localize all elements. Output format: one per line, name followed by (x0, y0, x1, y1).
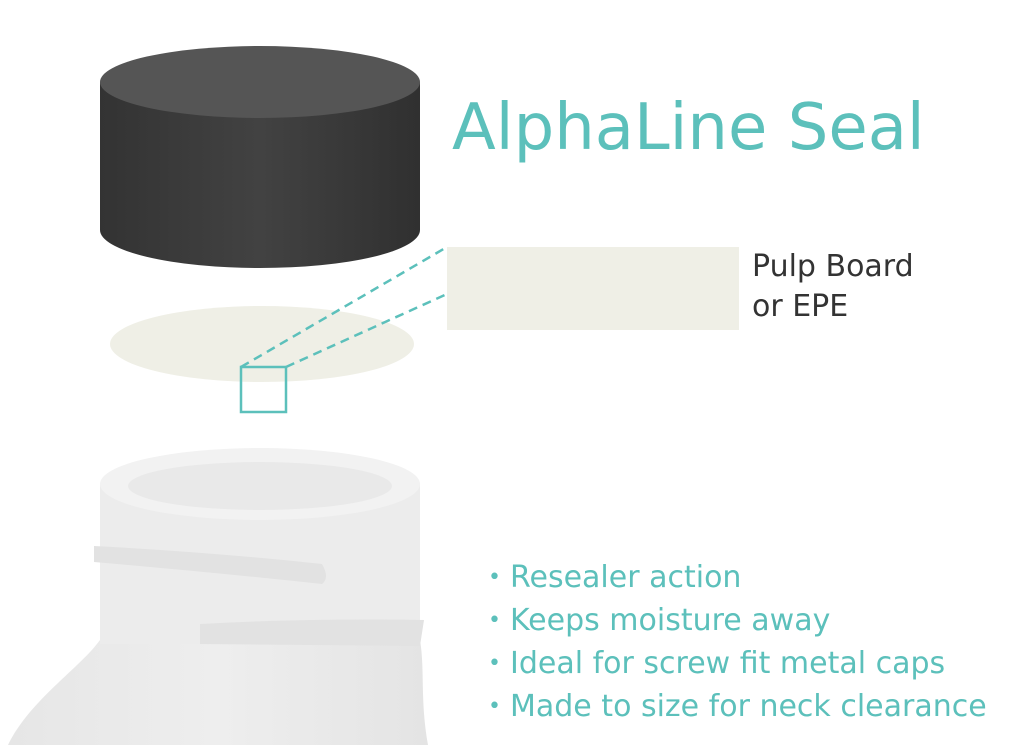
liner-material-line-2: or EPE (752, 289, 849, 324)
feature-text: Resealer action (510, 560, 742, 595)
bullet-icon: • (488, 694, 501, 719)
bullet-icon: • (488, 651, 501, 676)
bottle-mouth-opening (128, 462, 392, 510)
bottle-thread-lower (200, 619, 424, 646)
bullet-icon: • (488, 608, 501, 633)
liner-material-sample (447, 247, 739, 330)
feature-list: • Resealer action • Keeps moisture away • I… (488, 556, 987, 728)
feature-item: • Ideal for screw fit metal caps (488, 642, 987, 685)
feature-item: • Resealer action (488, 556, 987, 599)
bottle-thread-upper (94, 546, 326, 584)
seal-liner-disc (110, 306, 414, 382)
bottle-body (8, 640, 428, 745)
cap-top (100, 46, 420, 118)
feature-text: Keeps moisture away (510, 603, 831, 638)
zoom-callout (239, 245, 448, 414)
feature-item: • Made to size for neck clearance (488, 685, 987, 728)
feature-item: • Keeps moisture away (488, 599, 987, 642)
product-title: AlphaLine Seal (452, 91, 925, 165)
liner-material-line-1: Pulp Board (752, 249, 914, 284)
bullet-icon: • (488, 565, 501, 590)
bottle (8, 448, 428, 745)
cap-side (100, 82, 420, 268)
feature-text: Ideal for screw fit metal caps (510, 646, 946, 681)
feature-text: Made to size for neck clearance (510, 689, 987, 724)
zoom-line-top (240, 245, 448, 369)
liner-material-label: Pulp Board or EPE (752, 247, 914, 327)
zoom-box (239, 365, 288, 414)
bottle-cap (100, 46, 420, 268)
